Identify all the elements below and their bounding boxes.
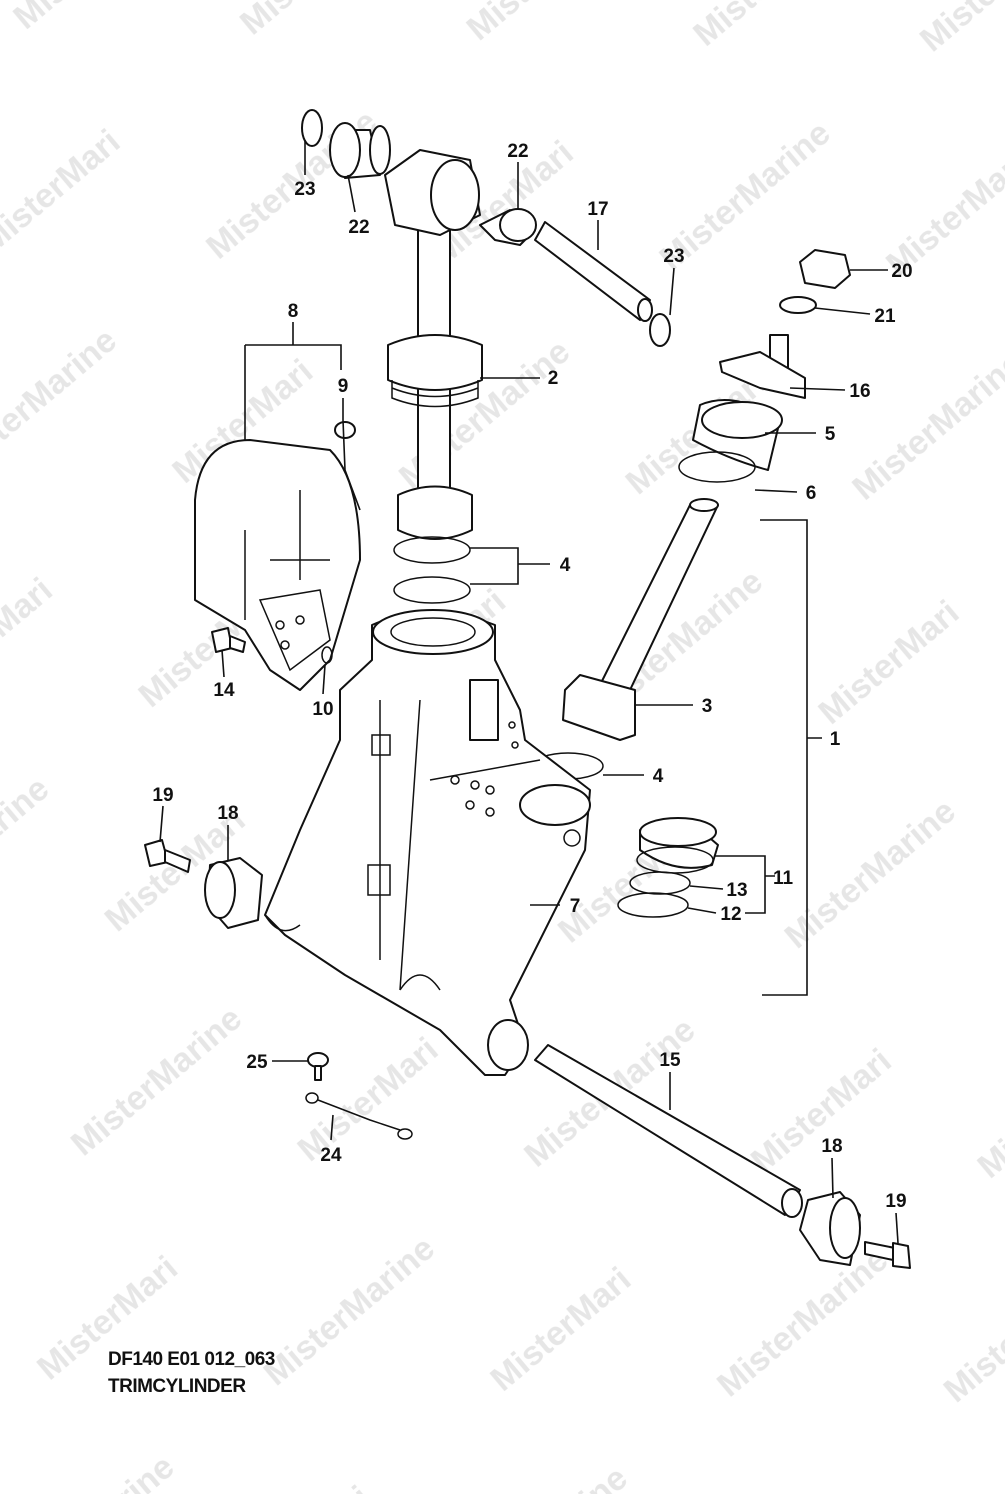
callout-5: 5 [825,424,836,445]
bushing-22-right [479,208,537,246]
spring-13 [629,871,691,895]
bushing-22-left [329,122,391,179]
piston-assembly-11 [636,817,719,874]
callout-3: 3 [702,696,713,717]
callout-19: 19 [152,785,173,806]
bushing-18-right [799,1191,861,1266]
pin-17 [534,221,653,322]
callout-13: 13 [726,880,747,901]
callout-2: 2 [548,368,559,389]
cover-8 [194,439,361,691]
callout-9: 9 [338,376,349,397]
washer-21 [779,296,817,314]
callout-14: 14 [213,680,235,701]
shaft-15 [534,1044,803,1218]
circlip-23-right [649,313,671,347]
callout-19: 19 [885,1191,906,1212]
callout-12: 12 [720,904,741,925]
piston-3 [562,498,719,741]
bolt-14 [211,627,246,653]
callout-8: 8 [288,301,299,322]
callout-20: 20 [891,261,912,282]
callout-10: 10 [312,699,333,720]
callout-11: 11 [773,868,794,889]
cap-5 [692,399,783,471]
callout-17: 17 [587,199,608,220]
callout-24: 24 [320,1145,342,1166]
piston-rod-2 [384,149,483,540]
o-ring-12 [617,892,689,918]
washer-10 [321,646,333,664]
o-ring-4-lower [393,576,471,604]
circlip-23-top [301,109,323,147]
callout-15: 15 [659,1050,681,1071]
callout-7: 7 [570,896,581,917]
bolt-19-right [864,1241,911,1269]
callout-18: 18 [217,803,238,824]
grommet-9 [334,421,356,439]
callout-6: 6 [806,483,817,504]
ground-wire-24 [305,1092,413,1140]
o-ring-6 [678,451,756,483]
callout-18: 18 [821,1136,842,1157]
diagram-model-code: DF140 E01 012_063 [108,1349,275,1370]
o-ring-4-upper [393,536,471,564]
callout-22: 22 [507,141,528,162]
callout-23: 23 [294,179,315,200]
callout-4: 4 [653,766,664,787]
fitting-16 [719,334,806,399]
bolt-19-left [144,839,191,873]
callout-22: 22 [348,217,369,238]
diagram-title: TRIMCYLINDER [108,1376,246,1397]
bushing-18-left [204,857,263,929]
cylinder-body-7 [264,609,591,1076]
callout-1: 1 [830,729,841,750]
callout-23: 23 [663,246,684,267]
screw-25 [307,1052,329,1081]
nut-20 [799,249,851,289]
leader-lines [159,140,899,1244]
callout-21: 21 [874,306,896,327]
callout-16: 16 [849,381,870,402]
callout-4: 4 [560,555,571,576]
callout-25: 25 [246,1052,268,1073]
